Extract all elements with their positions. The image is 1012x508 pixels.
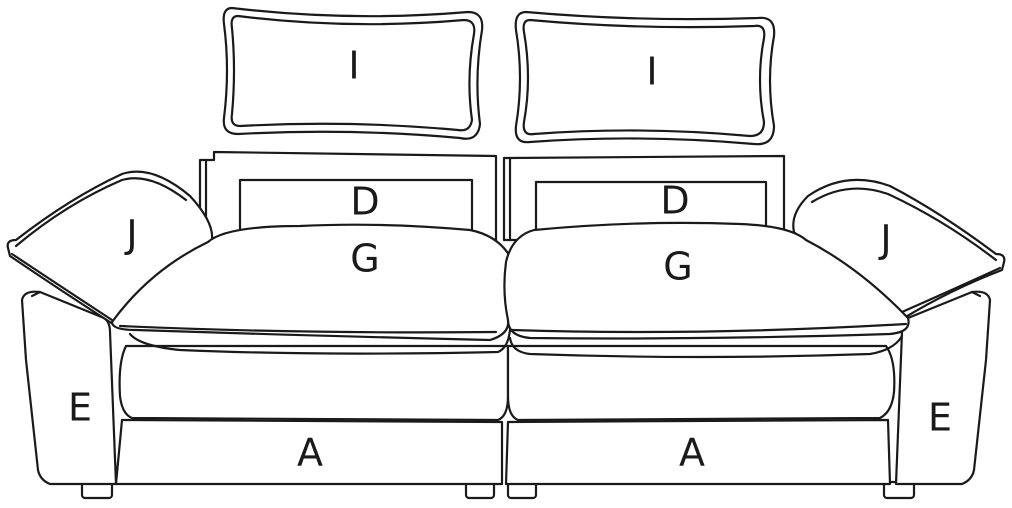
label-seat-cushion-right: G [663, 245, 692, 289]
label-headrest-left: I [348, 44, 359, 88]
label-pillow-right: J [878, 218, 891, 262]
seat-bolster-left [120, 346, 508, 420]
label-seat-cushion-left: G [350, 237, 379, 281]
label-armrest-left: E [68, 386, 92, 430]
label-backrest-left: D [350, 180, 379, 224]
headrest-right [516, 12, 774, 144]
label-armrest-right: E [928, 396, 952, 440]
label-headrest-right: I [646, 50, 657, 94]
label-base-left: A [297, 431, 323, 475]
label-backrest-right: D [660, 179, 689, 223]
label-base-right: A [679, 431, 705, 475]
label-pillow-left: J [124, 213, 137, 257]
armrest-right [896, 292, 990, 484]
